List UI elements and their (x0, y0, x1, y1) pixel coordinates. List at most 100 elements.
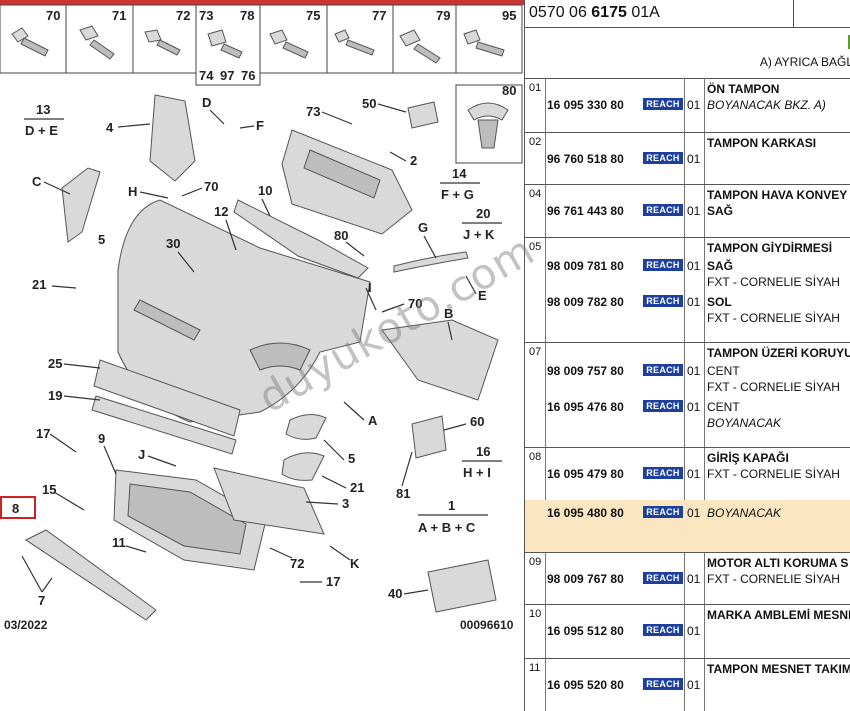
hw-label-70: 70 (46, 8, 60, 23)
svg-text:3: 3 (342, 496, 349, 511)
reach-badge: REACH (643, 678, 683, 690)
hw-label-72: 72 (176, 8, 190, 23)
hw-label-71: 71 (112, 8, 126, 23)
tow-cover (411, 415, 447, 459)
screw-icon (334, 29, 375, 56)
svg-text:70: 70 (408, 296, 422, 311)
combo-label-20: 20 J + K (462, 206, 502, 242)
svg-text:12: 12 (214, 204, 228, 219)
part-title: GİRİŞ KAPAĞI (707, 451, 789, 465)
reach-badge: REACH (643, 295, 683, 307)
svg-text:14: 14 (452, 166, 467, 181)
row-number: 09 (529, 556, 542, 568)
exploded-parts-diagram: 70 71 72 73 78 75 77 79 95 74 97 76 80 (0, 0, 524, 632)
reach-badge: REACH (643, 364, 683, 376)
leader-lines (21, 103, 477, 595)
header-separator (793, 0, 794, 27)
fastener-kit (427, 559, 497, 613)
lower-absorber (91, 395, 237, 455)
hw-sublabel-76: 76 (241, 68, 255, 83)
svg-text:16: 16 (476, 444, 490, 459)
part-description: SAĞ (707, 259, 734, 273)
drawing-id: 00096610 (460, 618, 514, 632)
part-number: 98 009 757 80 (547, 364, 624, 378)
row-number: 11 (529, 662, 541, 674)
quantity: 01 (687, 624, 701, 638)
combo-label-1: 1 A + B + C (418, 498, 488, 535)
part-title: TAMPON HAVA KONVEY (707, 188, 848, 202)
svg-text:10: 10 (258, 183, 272, 198)
part-number: 98 009 767 80 (547, 572, 624, 586)
part-number: 16 095 520 80 (547, 678, 624, 692)
bracket-50 (407, 101, 439, 129)
side-trim (393, 251, 469, 273)
svg-text:G: G (418, 220, 428, 235)
svg-text:15: 15 (42, 482, 56, 497)
quantity: 01 (687, 467, 701, 481)
reach-badge: REACH (643, 259, 683, 271)
row-number: 10 (529, 608, 542, 620)
part-description-extra: FXT - CORNELIE SİYAH (707, 311, 840, 325)
quantity: 01 (687, 572, 701, 586)
side-bracket-right (381, 319, 499, 401)
callout-labels: 4 D F 73 50 2 C H 70 10 12 30 80 G E 5 2… (12, 95, 487, 608)
quantity: 01 (687, 506, 701, 520)
top-accent-bar (0, 0, 524, 5)
part-title: MARKA AMBLEMİ MESNE (707, 608, 850, 622)
svg-text:I: I (368, 280, 372, 295)
diagram-date: 03/2022 (4, 618, 48, 632)
svg-text:5: 5 (348, 451, 355, 466)
part-number: 96 760 518 80 (547, 152, 624, 166)
svg-text:60: 60 (470, 414, 484, 429)
quantity: 01 (687, 400, 701, 414)
svg-text:21: 21 (350, 480, 364, 495)
svg-text:20: 20 (476, 206, 490, 221)
svg-text:J: J (138, 447, 145, 462)
svg-text:D + E: D + E (25, 123, 58, 138)
svg-text:B: B (444, 306, 453, 321)
highlight-box-8 (0, 496, 36, 519)
quantity: 01 (687, 204, 701, 218)
bolt-icon (144, 29, 181, 56)
hw-label-78: 78 (240, 8, 254, 23)
svg-text:D: D (202, 95, 211, 110)
svg-text:A + B + C: A + B + C (418, 520, 476, 535)
svg-text:F: F (256, 118, 264, 133)
row-number: 08 (529, 451, 542, 463)
hw-label-75: 75 (306, 8, 320, 23)
part-number: 98 009 782 80 (547, 295, 624, 309)
part-description: CENT (707, 364, 740, 378)
svg-text:11: 11 (112, 535, 126, 550)
reference-number: 0570 06 6175 01A (529, 4, 660, 21)
svg-text:13: 13 (36, 102, 50, 117)
combo-label-14: 14 F + G (440, 166, 480, 202)
table-row[interactable]: 10 MARKA AMBLEMİ MESNE 16 095 512 80 REACH 0… (525, 604, 850, 659)
bolt-icon (207, 29, 243, 59)
part-number: 16 095 512 80 (547, 624, 624, 638)
svg-text:C: C (32, 174, 42, 189)
part-description: FXT - CORNELIE SİYAH (707, 572, 840, 586)
part-title: TAMPON ÜZERİ KORUYU (707, 346, 850, 360)
impact-beam (93, 359, 241, 437)
column-divider (704, 78, 705, 711)
reach-badge: REACH (643, 98, 683, 110)
part-title: TAMPON MESNET TAKIM (707, 662, 850, 676)
reach-badge: REACH (643, 624, 683, 636)
bolt-icon (399, 29, 441, 64)
svg-text:9: 9 (98, 431, 105, 446)
part-title: TAMPON KARKASI (707, 136, 817, 150)
bolt-icon (269, 29, 309, 59)
svg-text:H: H (128, 184, 137, 199)
svg-text:72: 72 (290, 556, 304, 571)
hw-sublabel-97: 97 (220, 68, 234, 83)
side-bracket-left (61, 167, 101, 243)
